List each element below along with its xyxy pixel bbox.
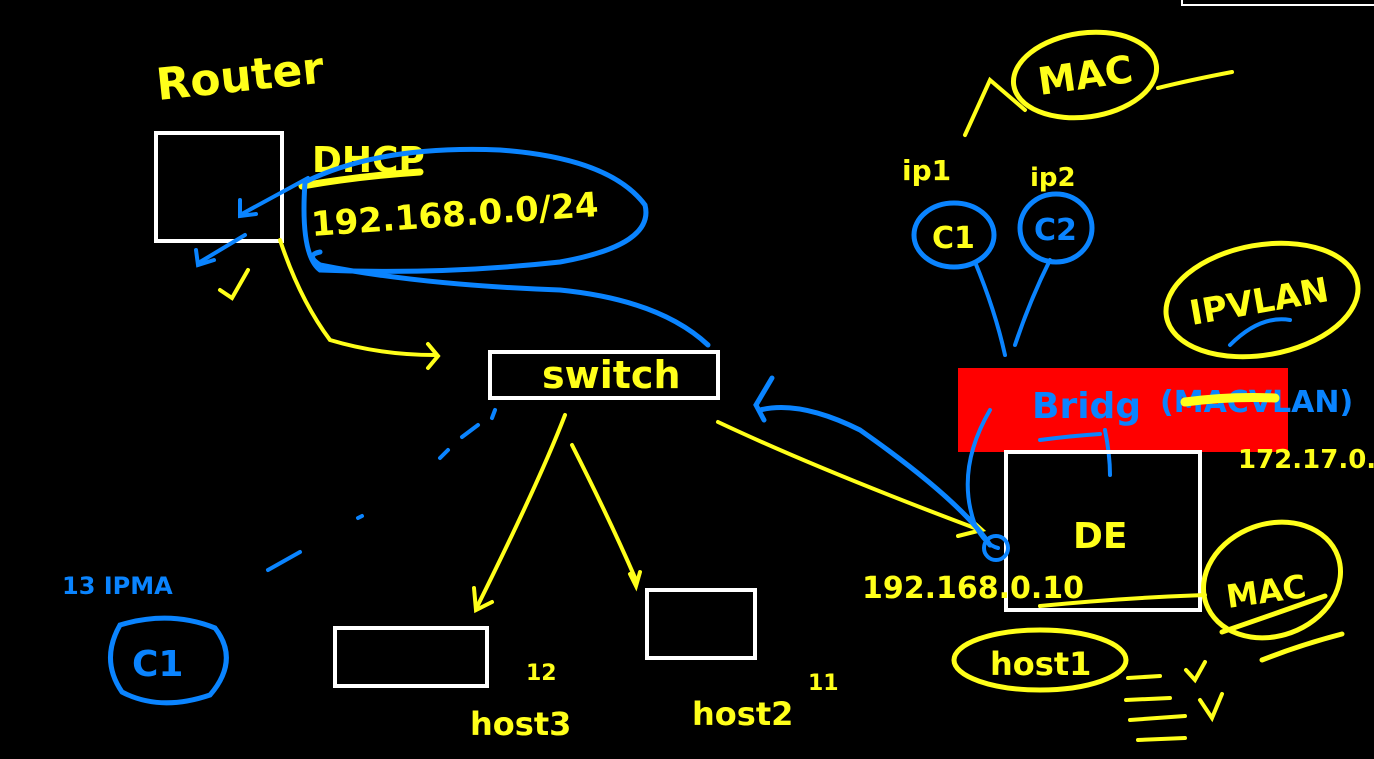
mac-strike-2 <box>1259 631 1345 663</box>
c1-to-bridge-link <box>973 260 1007 357</box>
host1-check-2 <box>1198 692 1224 723</box>
docker-engine-label: DE <box>1073 516 1127 557</box>
container-c1-label: C1 <box>932 221 975 256</box>
ip1-label: ip1 <box>902 154 951 187</box>
bridge-to-switch-link <box>757 405 993 548</box>
bridge-label: Bridg <box>1032 386 1141 427</box>
subnet-lasso <box>301 146 649 274</box>
container-c2-circle <box>1017 191 1095 265</box>
router-arrow-2 <box>198 233 247 264</box>
docker-engine-box <box>1004 450 1202 612</box>
host2-label: host2 <box>692 695 793 733</box>
container-c2-label: C2 <box>1034 213 1077 248</box>
router-to-switch-arrowhead <box>426 342 441 370</box>
router-label: Router <box>154 43 327 111</box>
mac-top-circle <box>1010 29 1160 121</box>
router-arrow-1 <box>238 176 310 217</box>
container-ip-label: 13 IPMA <box>62 572 173 600</box>
bridge-to-switch-arrowhead <box>753 375 775 423</box>
router-arrowhead-2 <box>194 248 216 268</box>
host1-tick-4 <box>1136 736 1187 742</box>
switch-to-host2-link <box>570 443 638 582</box>
switch-box <box>488 350 720 400</box>
check-mark <box>218 268 250 301</box>
panel-edge <box>1181 0 1374 6</box>
docker-subnet-label: 172.17.0.0 <box>1238 445 1374 475</box>
mac-line <box>1156 70 1234 90</box>
mac-bottom-link <box>1038 593 1207 608</box>
switch-label: switch <box>542 353 681 397</box>
dhcp-strikethrough <box>298 168 424 190</box>
mac-bottom-circle <box>1200 519 1344 641</box>
dash-3 <box>438 448 450 460</box>
host3-number: 12 <box>526 661 557 686</box>
host-ip-label: 192.168.0.10 <box>862 571 1084 606</box>
bridge-to-nic-link <box>965 408 1000 550</box>
dash-5 <box>266 550 302 572</box>
subnet-label: 192.168.0.0/24 <box>310 185 600 245</box>
dash-4 <box>356 514 364 520</box>
bridge-paren-scribble <box>1180 393 1280 407</box>
host1-tick-2 <box>1124 696 1172 702</box>
switch-to-host3-link <box>476 413 567 607</box>
ipvlan-link <box>1228 317 1292 347</box>
nic-port <box>982 534 1010 562</box>
switch-to-host3-arrowhead <box>472 586 494 614</box>
switch-to-host2-arrowhead <box>628 570 642 592</box>
container-c1-circle <box>911 200 997 270</box>
mac-top-label: MAC <box>1035 47 1135 104</box>
ipvlan-circle <box>1163 240 1361 360</box>
host2-box <box>645 588 757 660</box>
c2-to-bridge-link <box>1013 258 1052 347</box>
host3-label: host3 <box>470 705 571 743</box>
dash-2 <box>460 423 480 439</box>
container-circle-bottom <box>108 615 229 706</box>
host3-box <box>333 626 489 688</box>
host1-tick-1 <box>1126 674 1162 680</box>
mac-strike-1 <box>1219 593 1328 635</box>
dash-1 <box>490 408 497 420</box>
ip2-label: ip2 <box>1030 163 1076 193</box>
container-label-bottom: C1 <box>132 644 183 685</box>
router-to-switch-link <box>278 238 437 357</box>
host1-check <box>1184 660 1207 684</box>
switch-to-dhcp-link <box>310 249 711 348</box>
switch-to-host1-link <box>716 420 982 532</box>
host1-circle <box>951 627 1129 693</box>
host2-number: 11 <box>808 671 839 696</box>
bridge-underline <box>1038 432 1102 442</box>
host1-tick-3 <box>1128 714 1187 722</box>
router-arrowhead-1 <box>238 198 258 219</box>
bridge-bar <box>958 368 1288 452</box>
router-box <box>154 131 284 243</box>
host1-label: host1 <box>990 645 1091 683</box>
mac-pointer <box>963 76 1027 137</box>
